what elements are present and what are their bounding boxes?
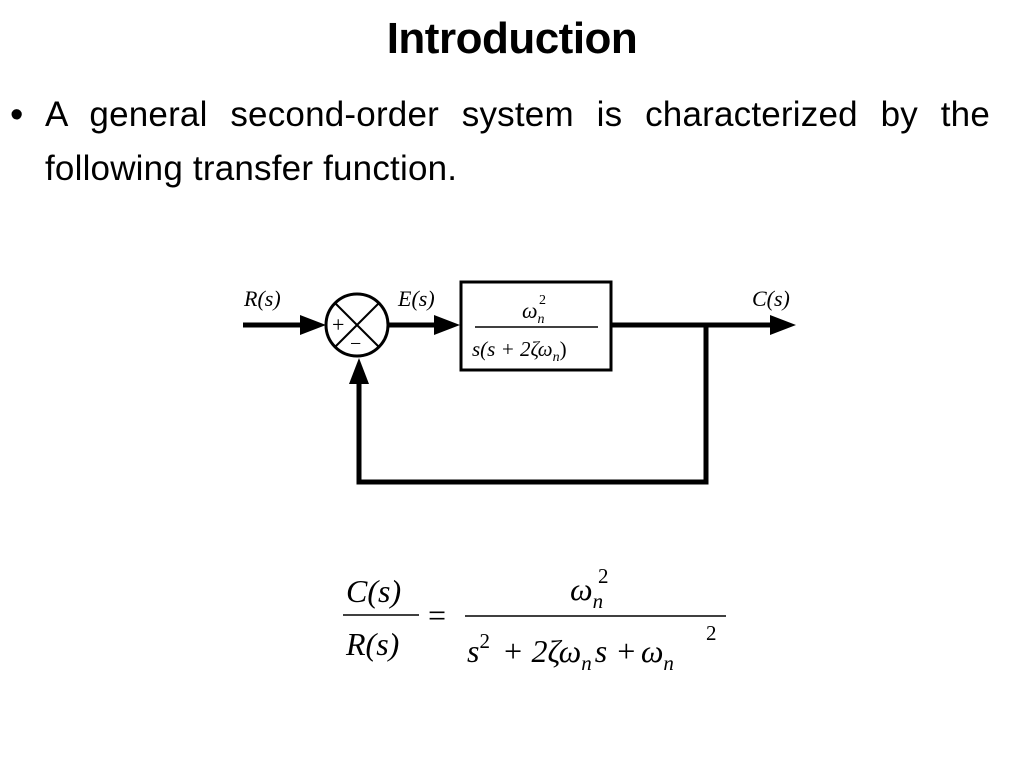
- eq-den-mid: + 2ζω: [502, 633, 581, 669]
- eq-rhs-denominator: s2+ 2ζωns +ωn: [467, 629, 674, 675]
- block-num-sub: n: [538, 312, 545, 327]
- eq-den-s2: s +: [595, 633, 637, 669]
- error-arrowhead-icon: [434, 315, 460, 335]
- input-arrowhead-icon: [300, 315, 326, 335]
- feedback-path: [356, 325, 709, 485]
- block-den-sub: n: [553, 350, 560, 365]
- block-numerator: ωn: [522, 298, 545, 327]
- bullet-text: A general second-order system is charact…: [45, 95, 990, 188]
- minus-sign: −: [350, 333, 361, 355]
- input-label: R(s): [243, 286, 281, 311]
- output-label: C(s): [752, 286, 790, 311]
- eq-lhs-denominator: R(s): [345, 626, 399, 662]
- eq-equals: =: [428, 597, 446, 633]
- eq-lhs-numerator: C(s): [346, 573, 401, 609]
- block-den-main: s(s + 2ζω: [472, 337, 553, 361]
- eq-rhs-num-sup: 2: [598, 564, 609, 588]
- eq-den-omega: ω: [641, 633, 664, 669]
- junction-cross-2: [334, 302, 380, 348]
- block-num-omega: ω: [522, 298, 538, 323]
- eq-den-s: s: [467, 633, 479, 669]
- output-arrowhead-icon: [770, 315, 796, 335]
- eq-rhs-numerator: ωn: [570, 571, 603, 613]
- error-label: E(s): [397, 286, 435, 311]
- plus-sign: +: [332, 312, 344, 337]
- bullet-dot-icon: •: [10, 94, 24, 136]
- transfer-block: [459, 280, 613, 372]
- eq-den-s-sup: 2: [479, 629, 490, 653]
- block-num-sup: 2: [539, 293, 546, 308]
- slide-title: Introduction: [386, 14, 638, 63]
- eq-den-mid-sub: n: [581, 651, 592, 675]
- eq-den-omega-sub: n: [663, 651, 674, 675]
- block-den-close: ): [560, 337, 567, 361]
- eq-rhs-num-omega: ω: [570, 571, 593, 607]
- eq-den-omega-sup: 2: [706, 621, 717, 645]
- feedback-arrowhead-icon: [349, 358, 369, 384]
- block-denominator: s(s + 2ζωn): [472, 337, 567, 365]
- eq-rhs-num-sub: n: [593, 589, 604, 613]
